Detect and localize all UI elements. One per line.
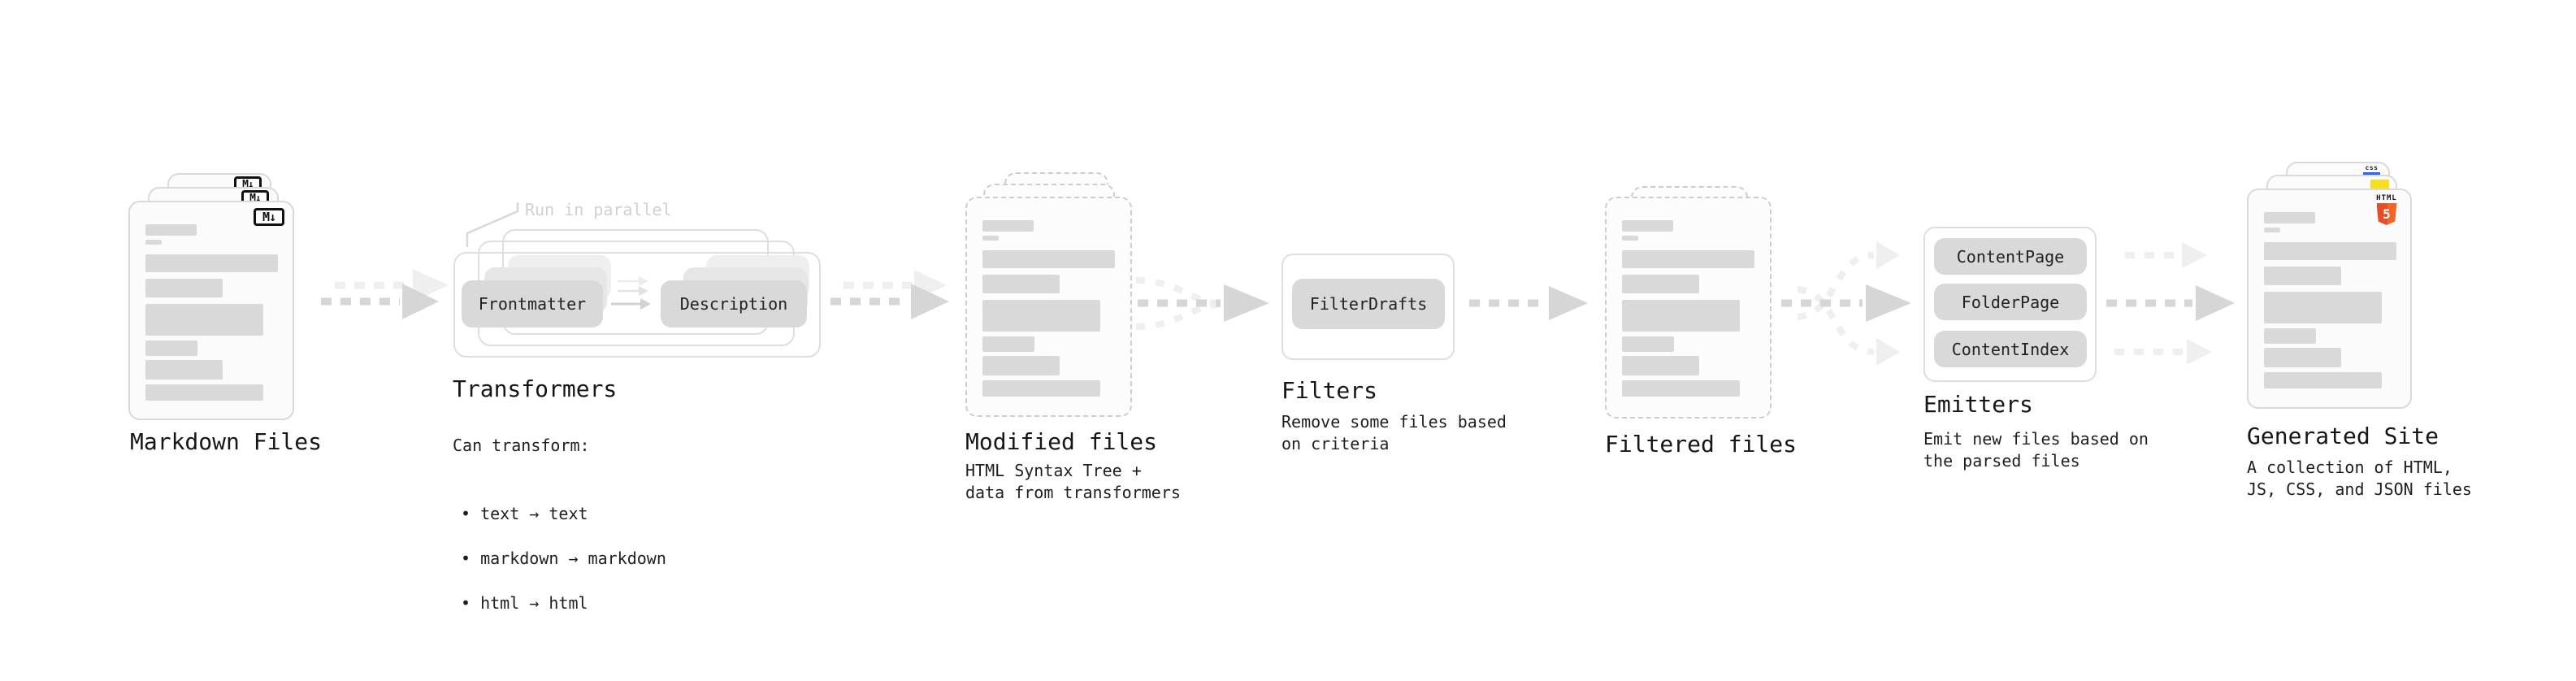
- transformers-label: Transformers: [453, 375, 618, 402]
- placeholder-bar: [2264, 242, 2396, 260]
- placeholder-bar: [2264, 372, 2382, 388]
- html5-icon-shield: 5: [2376, 203, 2397, 225]
- modified-files-caption: HTML Syntax Tree + data from transformer…: [965, 461, 1181, 502]
- placeholder-bar: [982, 356, 1060, 375]
- placeholder-bar: [1622, 275, 1699, 293]
- note-leader-line: [466, 202, 519, 247]
- arrow-filtered-to-emitters: [1781, 241, 1911, 366]
- transform-bullet: html → html: [461, 592, 666, 614]
- placeholder-bar: [982, 250, 1115, 268]
- arrow-markdown-to-transformers: [321, 269, 449, 319]
- arrow-filters-to-filtered: [1469, 286, 1588, 320]
- transform-bullet: text → text: [461, 502, 666, 525]
- arrow-modified-to-filters: [1135, 277, 1269, 330]
- placeholder-bar: [2264, 228, 2280, 232]
- transform-bullet: markdown → markdown: [461, 547, 666, 570]
- css-icon: css: [2363, 165, 2380, 175]
- emitters-label: Emitters: [1923, 391, 2033, 418]
- placeholder-bar: [982, 236, 999, 241]
- placeholder-bar: [145, 360, 223, 380]
- modified-file-card-front: [965, 197, 1132, 417]
- arrow-transformers-to-modified: [830, 270, 949, 319]
- modified-files-label: Modified files: [965, 428, 1158, 455]
- transformers-caption: Can transform: text → text markdown → ma…: [453, 413, 666, 658]
- placeholder-bar: [982, 275, 1060, 293]
- transformers-bullet-list: text → text markdown → markdown html → h…: [453, 480, 666, 636]
- placeholder-bar: [1622, 220, 1673, 232]
- arrow-emitters-to-generated: [2106, 242, 2235, 365]
- html5-icon: HTML 5: [2372, 194, 2401, 225]
- transformers-caption-intro: Can transform:: [453, 436, 590, 455]
- placeholder-bar: [982, 300, 1100, 332]
- placeholder-bar: [145, 254, 278, 272]
- placeholder-bar: [1622, 250, 1754, 268]
- filters-caption: Remove some files based on criteria: [1281, 412, 1507, 453]
- placeholder-bar: [145, 240, 162, 245]
- filtered-file-card-front: [1605, 197, 1772, 419]
- placeholder-bar: [2264, 267, 2341, 285]
- placeholder-bar: [145, 304, 263, 336]
- css-icon-underline: [2363, 172, 2380, 175]
- file-content-placeholder: [982, 220, 1117, 397]
- placeholder-bar: [982, 220, 1034, 232]
- arrow-frontmatter-to-description: [611, 276, 651, 310]
- placeholder-bar: [1622, 336, 1674, 352]
- placeholder-bar: [1622, 236, 1638, 241]
- frontmatter-pill: Frontmatter: [462, 280, 603, 327]
- markdown-file-card-front: M↓: [128, 201, 294, 420]
- html5-icon-text: HTML: [2376, 194, 2397, 202]
- file-content-placeholder: [2264, 212, 2397, 388]
- placeholder-bar: [145, 384, 263, 401]
- placeholder-bar: [145, 224, 197, 236]
- markdown-files-label: Markdown Files: [130, 428, 323, 455]
- generated-site-caption: A collection of HTML, JS, CSS, and JSON …: [2247, 458, 2472, 499]
- markdown-icon: M↓: [254, 208, 284, 226]
- contentindex-pill: ContentIndex: [1934, 331, 2087, 367]
- placeholder-bar: [145, 340, 197, 356]
- placeholder-bar: [2264, 348, 2341, 367]
- placeholder-bar: [1622, 356, 1699, 375]
- file-content-placeholder: [145, 224, 280, 401]
- transformer-frame-front: [453, 252, 821, 358]
- placeholder-bar: [982, 336, 1034, 352]
- placeholder-bar: [1622, 300, 1740, 332]
- filterdrafts-pill: FilterDrafts: [1292, 279, 1445, 329]
- html5-icon-number: 5: [2383, 206, 2391, 222]
- filtered-files-label: Filtered files: [1605, 431, 1798, 458]
- folderpage-pill: FolderPage: [1934, 284, 2087, 320]
- placeholder-bar: [982, 380, 1100, 397]
- description-pill: Description: [661, 280, 807, 327]
- generated-file-card-html: HTML 5: [2247, 189, 2412, 409]
- emitters-caption: Emit new files based on the parsed files: [1923, 429, 2149, 471]
- placeholder-bar: [145, 279, 223, 297]
- placeholder-bar: [2264, 328, 2316, 344]
- placeholder-bar: [1622, 380, 1740, 397]
- css-icon-text: css: [2365, 164, 2379, 171]
- run-in-parallel-note: Run in parallel: [525, 200, 672, 219]
- file-content-placeholder: [1622, 220, 1757, 397]
- contentpage-pill: ContentPage: [1934, 238, 2087, 275]
- placeholder-bar: [2264, 292, 2382, 323]
- placeholder-bar: [2264, 212, 2315, 223]
- filters-label: Filters: [1281, 377, 1378, 404]
- generated-site-label: Generated Site: [2247, 423, 2439, 449]
